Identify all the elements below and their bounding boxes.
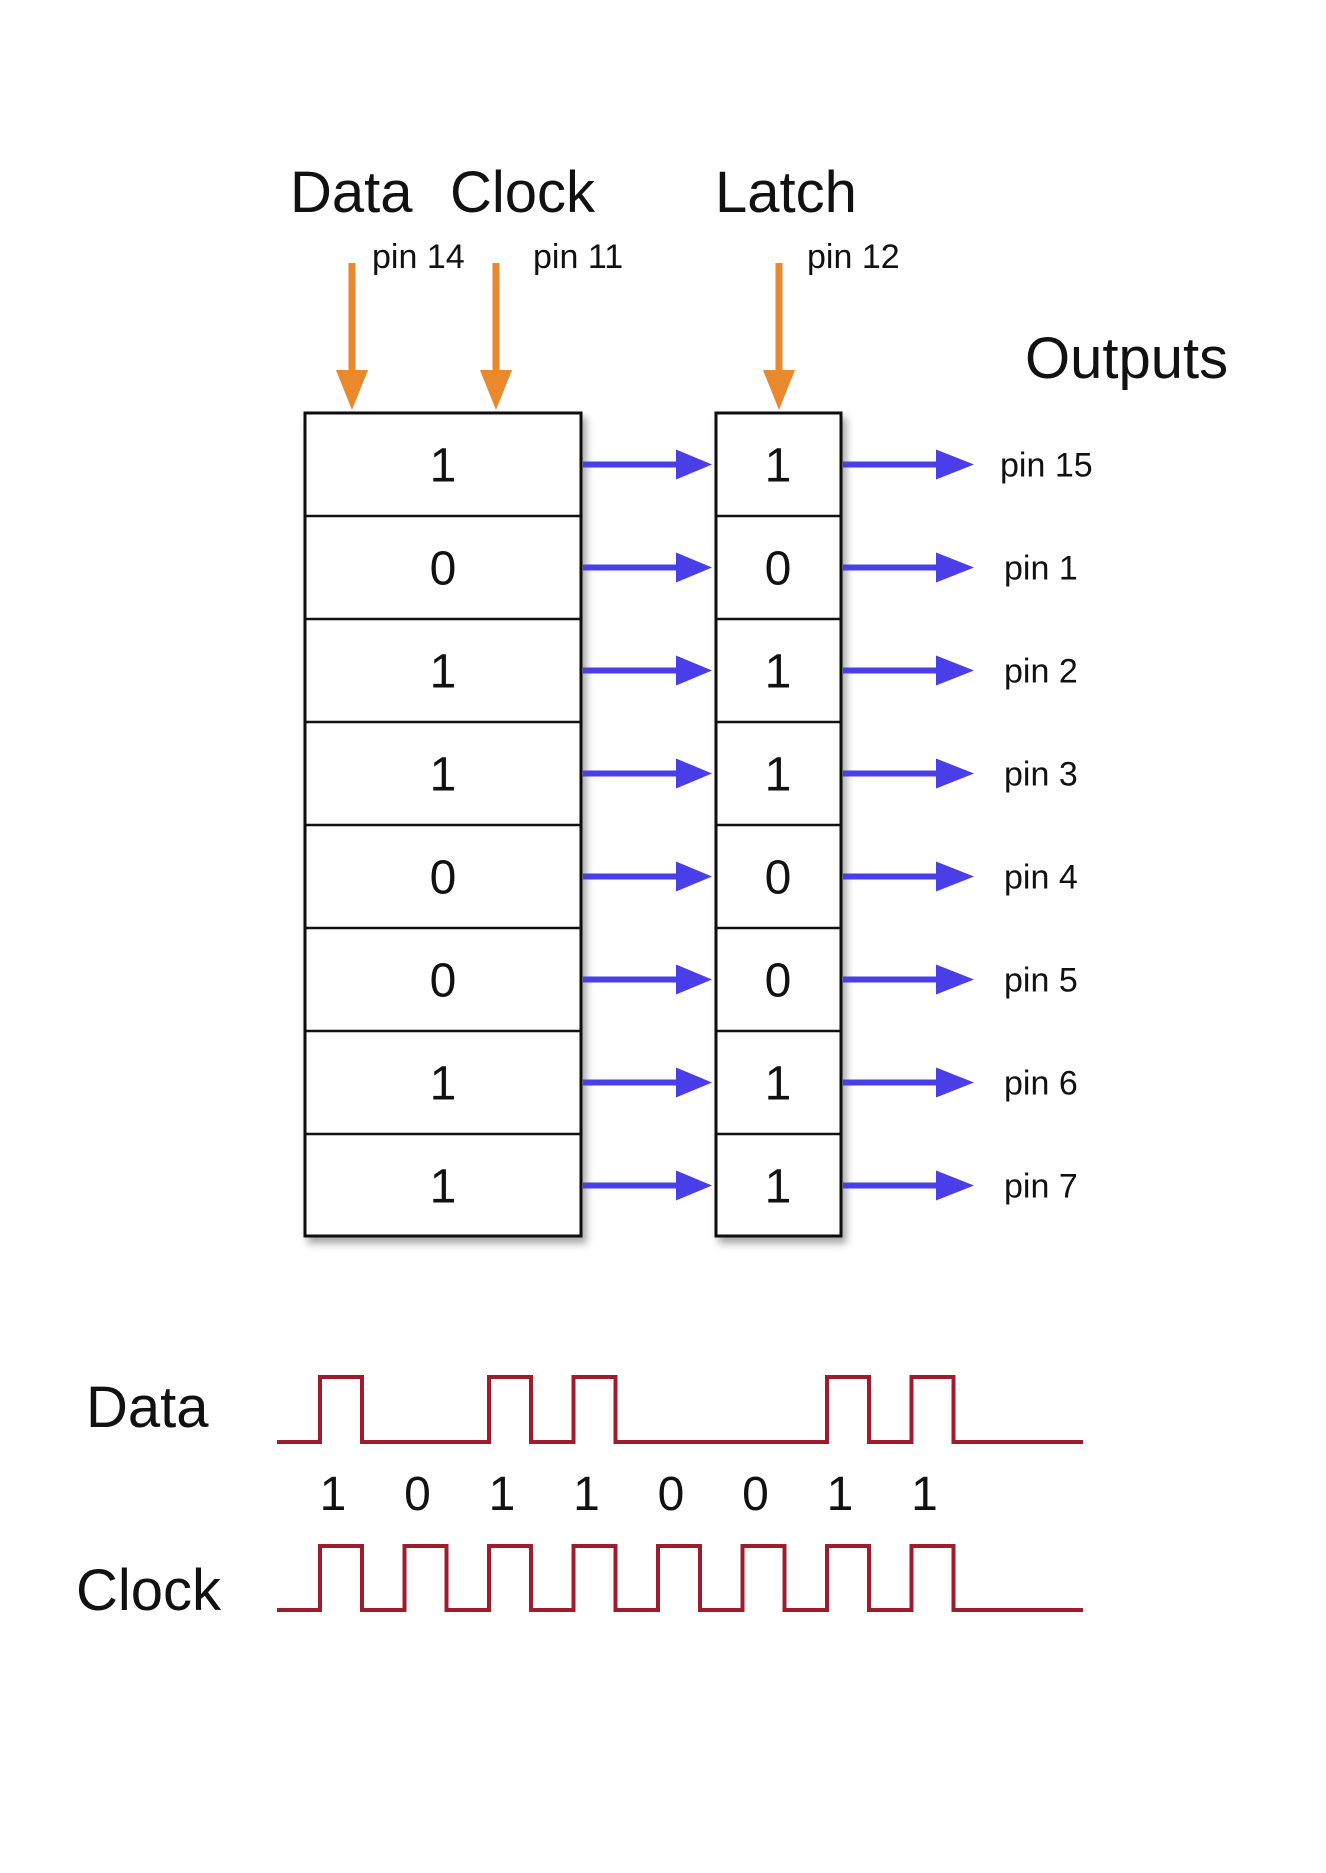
shift-cell-value: 0	[430, 543, 457, 596]
output-arrow	[843, 759, 974, 789]
outputs-title: Outputs	[1025, 326, 1228, 391]
latch-cell-value: 1	[765, 646, 792, 699]
shift-to-latch-arrow	[583, 450, 712, 480]
clock-pin-label: pin 11	[533, 238, 623, 276]
data-bit-label: 1	[320, 1468, 347, 1521]
output-arrow	[843, 1171, 974, 1201]
shift-to-latch-arrow	[583, 965, 712, 995]
data-input-arrow	[336, 263, 368, 410]
latch-cell-value: 1	[765, 749, 792, 802]
latch-cell-value: 0	[765, 955, 792, 1008]
shift-to-latch-arrow	[583, 759, 712, 789]
shift-cell-value: 0	[430, 955, 457, 1008]
output-pin-label: pin 2	[1004, 653, 1078, 691]
data-wave-label: Data	[86, 1375, 209, 1440]
latch-title: Latch	[715, 160, 857, 225]
shift-cell-value: 1	[430, 1058, 457, 1111]
output-pin-label: pin 5	[1004, 962, 1078, 1000]
output-arrow	[843, 965, 974, 995]
shift-to-latch-arrow	[583, 1171, 712, 1201]
shift-cell-value: 1	[430, 646, 457, 699]
data-bit-label: 1	[573, 1468, 600, 1521]
data-bit-label: 1	[911, 1468, 938, 1521]
data-title: Data	[290, 160, 413, 225]
output-pin-label: pin 6	[1004, 1065, 1078, 1103]
latch-cell-value: 0	[765, 852, 792, 905]
output-arrow	[843, 862, 974, 892]
shift-to-latch-arrow	[583, 553, 712, 583]
data-pin-label: pin 14	[372, 238, 465, 276]
output-pin-label: pin 1	[1004, 550, 1078, 588]
output-arrow	[843, 450, 974, 480]
latch-input-arrow	[763, 263, 795, 410]
output-arrow	[843, 656, 974, 686]
shift-cell-value: 1	[430, 1161, 457, 1214]
shift-cell-value: 1	[430, 749, 457, 802]
data-waveform	[277, 1377, 1083, 1442]
output-pin-label: pin 15	[1000, 447, 1093, 485]
output-pin-label: pin 3	[1004, 756, 1078, 794]
output-pin-label: pin 4	[1004, 859, 1078, 897]
latch-cell-value: 1	[765, 1058, 792, 1111]
shift-cell-value: 0	[430, 852, 457, 905]
clock-waveform	[277, 1546, 1083, 1610]
latch-cell-value: 1	[765, 1161, 792, 1214]
data-bit-label: 0	[742, 1468, 769, 1521]
output-arrow	[843, 1068, 974, 1098]
latch-pin-label: pin 12	[807, 238, 900, 276]
data-bit-label: 1	[489, 1468, 516, 1521]
output-pin-label: pin 7	[1004, 1168, 1078, 1206]
data-bit-label: 1	[827, 1468, 854, 1521]
output-arrow	[843, 553, 974, 583]
shift-to-latch-arrow	[583, 862, 712, 892]
data-bit-label: 0	[658, 1468, 685, 1521]
shift-cell-value: 1	[430, 440, 457, 493]
shift-to-latch-arrow	[583, 1068, 712, 1098]
clock-input-arrow	[480, 263, 512, 410]
clock-wave-label: Clock	[76, 1558, 222, 1623]
latch-cell-value: 1	[765, 440, 792, 493]
clock-title: Clock	[450, 160, 596, 225]
data-bit-label: 0	[404, 1468, 431, 1521]
latch-cell-value: 0	[765, 543, 792, 596]
shift-to-latch-arrow	[583, 656, 712, 686]
